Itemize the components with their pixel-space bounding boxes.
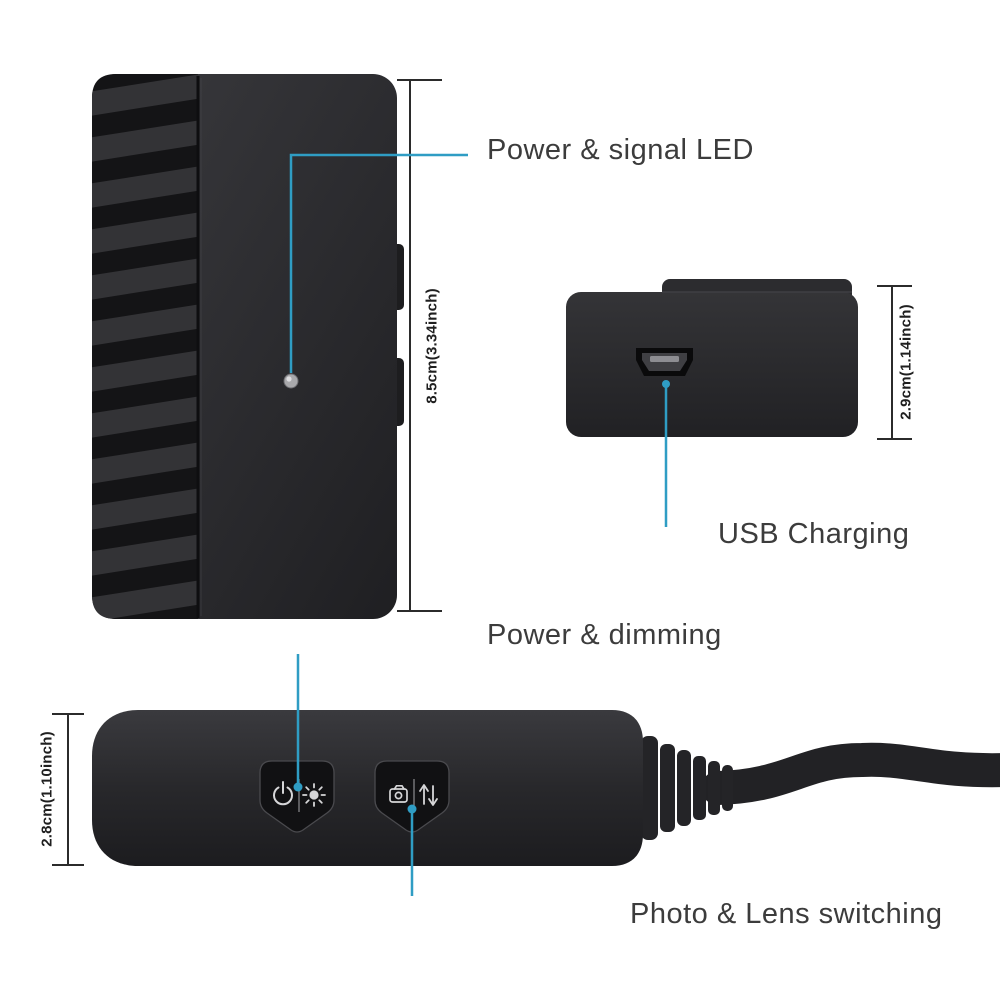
strain-relief <box>641 736 733 840</box>
usb-charger <box>566 279 858 437</box>
main-device-dimension <box>397 79 442 612</box>
usb-charging-label: USB Charging <box>718 518 910 550</box>
remote-dimension <box>52 713 84 866</box>
grip-ribs <box>92 74 198 619</box>
photo-lens-callout-dot <box>407 804 417 814</box>
brightness-icon <box>302 783 326 807</box>
power-dimming-callout-dot <box>293 782 303 792</box>
main-device-dimension-label: 8.5cm(3.34inch) <box>423 288 441 404</box>
charger-body <box>566 292 858 437</box>
power-dimming-button <box>259 760 335 833</box>
led-label: Power & signal LED <box>487 134 754 166</box>
grip <box>92 74 198 619</box>
usb-callout-dot <box>662 380 670 388</box>
power-icon <box>273 781 293 806</box>
remote-body <box>92 710 643 866</box>
led-highlight <box>286 376 292 382</box>
photo-lens-label: Photo & Lens switching <box>630 898 943 930</box>
power-dimming-label: Power & dimming <box>487 619 722 651</box>
power-signal-led-icon <box>283 373 299 389</box>
led-callout-line <box>289 153 468 373</box>
main-device <box>92 74 404 619</box>
remote-dimension-label: 2.8cm(1.10inch) <box>38 731 56 847</box>
remote-control <box>92 710 1000 866</box>
charger-dimension-label: 2.9cm(1.14inch) <box>897 304 915 420</box>
camera-icon <box>389 784 408 803</box>
cable <box>701 742 1000 805</box>
micro-usb-port-icon <box>636 348 693 376</box>
charger-dimension <box>877 285 912 440</box>
lens-switch-icon <box>419 784 438 806</box>
